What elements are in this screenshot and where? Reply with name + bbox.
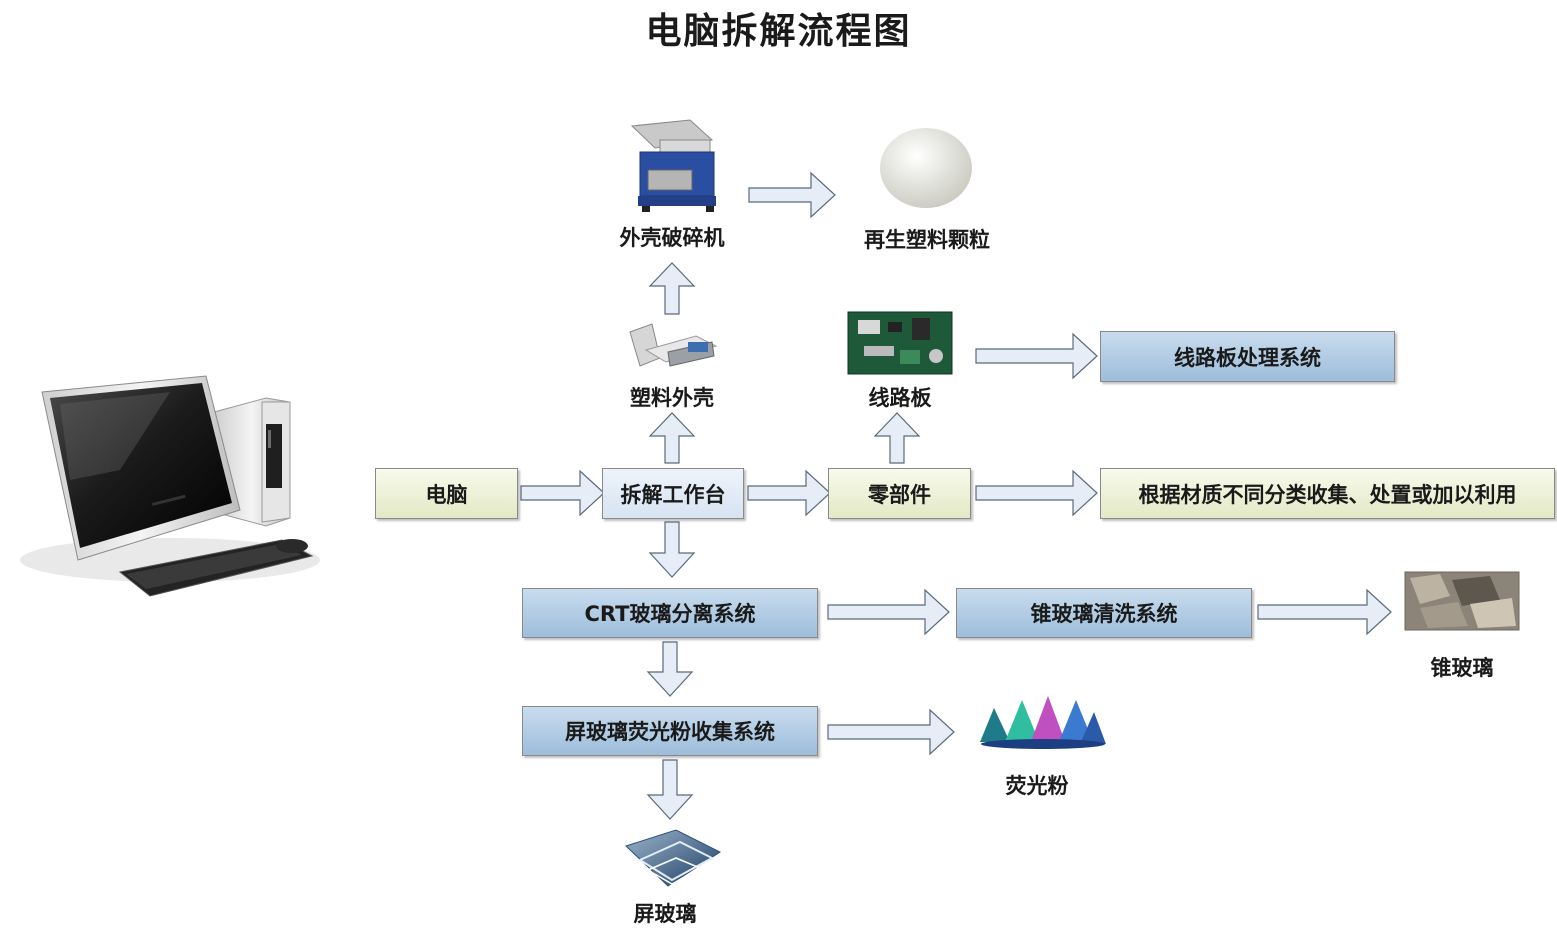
screen-glass-icon [625, 829, 722, 887]
arrow-cone-cleaning-to-cone-glass [1257, 588, 1392, 636]
caption-plastic-shell: 塑料外壳 [630, 386, 714, 410]
caption-recycled-pellets: 再生塑料颗粒 [864, 228, 990, 252]
cone-glass-icon [1404, 571, 1520, 631]
node-crt-separation: CRT玻璃分离系统 [522, 588, 818, 638]
computer-illustration [20, 375, 320, 597]
arrow-parts-to-sort [975, 469, 1098, 517]
arrow-phosphor-system-to-screen-glass [646, 759, 694, 820]
caption-circuit-board: 线路板 [868, 386, 932, 410]
node-phosphor-collection: 屏玻璃荧光粉收集系统 [522, 706, 818, 756]
caption-screen-glass: 屏玻璃 [633, 902, 697, 926]
node-workbench: 拆解工作台 [602, 468, 744, 519]
caption-phosphor: 荧光粉 [1005, 774, 1069, 798]
arrow-workbench-to-crt [648, 521, 696, 578]
node-computer: 电脑 [375, 468, 518, 519]
arrow-workbench-to-shell [648, 412, 696, 464]
diagram-title: 电脑拆解流程图 [645, 11, 912, 52]
arrow-pcb-to-system [975, 332, 1098, 380]
node-pcb-system: 线路板处理系统 [1100, 331, 1395, 382]
plastic-shell-icon [629, 323, 718, 367]
arrow-crt-to-phosphor-system [646, 641, 694, 697]
caption-shell-crusher: 外壳破碎机 [619, 226, 725, 250]
node-sort-reuse: 根据材质不同分类收集、处置或加以利用 [1100, 468, 1555, 519]
crusher-machine-icon [630, 119, 716, 212]
plastic-pellets-icon [880, 128, 972, 208]
phosphor-powder-icon [980, 696, 1106, 749]
node-parts: 零部件 [828, 468, 971, 519]
arrow-workbench-to-parts [747, 469, 831, 517]
circuit-board-icon [847, 311, 953, 375]
caption-cone-glass: 锥玻璃 [1430, 656, 1494, 680]
arrow-computer-to-workbench [520, 469, 605, 517]
node-cone-glass-cleaning: 锥玻璃清洗系统 [956, 588, 1252, 638]
arrow-shell-to-crusher [648, 262, 696, 315]
arrow-parts-to-pcb [873, 412, 921, 464]
arrow-crusher-to-pellets [748, 171, 836, 219]
arrow-phosphor-system-to-phosphor [827, 708, 955, 756]
arrow-crt-to-cone-cleaning [827, 588, 950, 636]
